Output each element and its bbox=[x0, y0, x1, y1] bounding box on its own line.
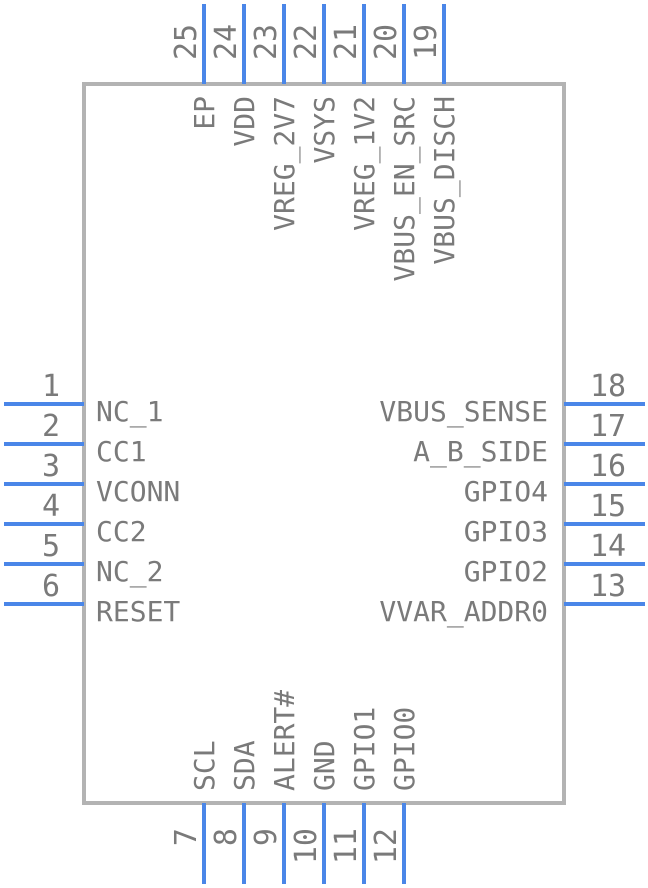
pin-label: VVAR_ADDR0 bbox=[379, 595, 548, 629]
pin-label: ALERT# bbox=[268, 690, 301, 791]
pin-label: GPIO0 bbox=[388, 707, 421, 791]
pin-number: 24 bbox=[209, 24, 244, 60]
pin-label: GPIO2 bbox=[464, 555, 548, 588]
pin-label: NC_2 bbox=[96, 555, 163, 589]
pin-number: 7 bbox=[169, 828, 204, 846]
pin-number: 2 bbox=[42, 409, 60, 444]
pin-number: 11 bbox=[329, 828, 364, 864]
pin-number: 10 bbox=[289, 828, 324, 864]
pin-label: VBUS_EN_SRC bbox=[388, 96, 422, 281]
pin-label: VREG_2V7 bbox=[268, 96, 302, 231]
pin-number: 12 bbox=[369, 828, 404, 864]
pin-label: VSYS bbox=[308, 96, 341, 163]
pin-label: VBUS_DISCH bbox=[428, 96, 462, 265]
pin-label: GND bbox=[308, 740, 341, 791]
pin-label: VDD bbox=[228, 96, 261, 147]
pin-number: 17 bbox=[590, 409, 626, 444]
pin-number: 20 bbox=[369, 24, 404, 60]
pin-label: VCONN bbox=[96, 475, 180, 508]
pin-number: 13 bbox=[590, 569, 626, 604]
pin-number: 16 bbox=[590, 449, 626, 484]
pin-number: 14 bbox=[590, 529, 626, 564]
pin-number: 23 bbox=[249, 24, 284, 60]
pin-number: 19 bbox=[409, 24, 444, 60]
pin-number: 1 bbox=[42, 369, 60, 404]
pin-number: 9 bbox=[249, 828, 284, 846]
pin-label: RESET bbox=[96, 595, 180, 628]
pin-number: 3 bbox=[42, 449, 60, 484]
pin-label: GPIO4 bbox=[464, 475, 548, 508]
pin-number: 4 bbox=[42, 489, 60, 524]
ic-body bbox=[82, 82, 566, 805]
pin-label: NC_1 bbox=[96, 395, 163, 429]
pin-number: 21 bbox=[329, 24, 364, 60]
pin-label: GPIO3 bbox=[464, 515, 548, 548]
pin-label: SCL bbox=[188, 740, 221, 791]
pin-number: 22 bbox=[289, 24, 324, 60]
pin-number: 8 bbox=[209, 828, 244, 846]
pin-label: SDA bbox=[228, 740, 261, 791]
pin-label: A_B_SIDE bbox=[413, 435, 548, 469]
pin-number: 25 bbox=[169, 24, 204, 60]
pin-label: VBUS_SENSE bbox=[379, 395, 548, 429]
pin-label: CC2 bbox=[96, 515, 147, 548]
pin-label: CC1 bbox=[96, 435, 147, 468]
pin-label: GPIO1 bbox=[348, 707, 381, 791]
pin-number: 15 bbox=[590, 489, 626, 524]
pin-label: VREG_1V2 bbox=[348, 96, 382, 231]
pin-number: 18 bbox=[590, 369, 626, 404]
pin-label: EP bbox=[188, 96, 221, 130]
pin-number: 5 bbox=[42, 529, 60, 564]
pin-number: 6 bbox=[42, 569, 60, 604]
